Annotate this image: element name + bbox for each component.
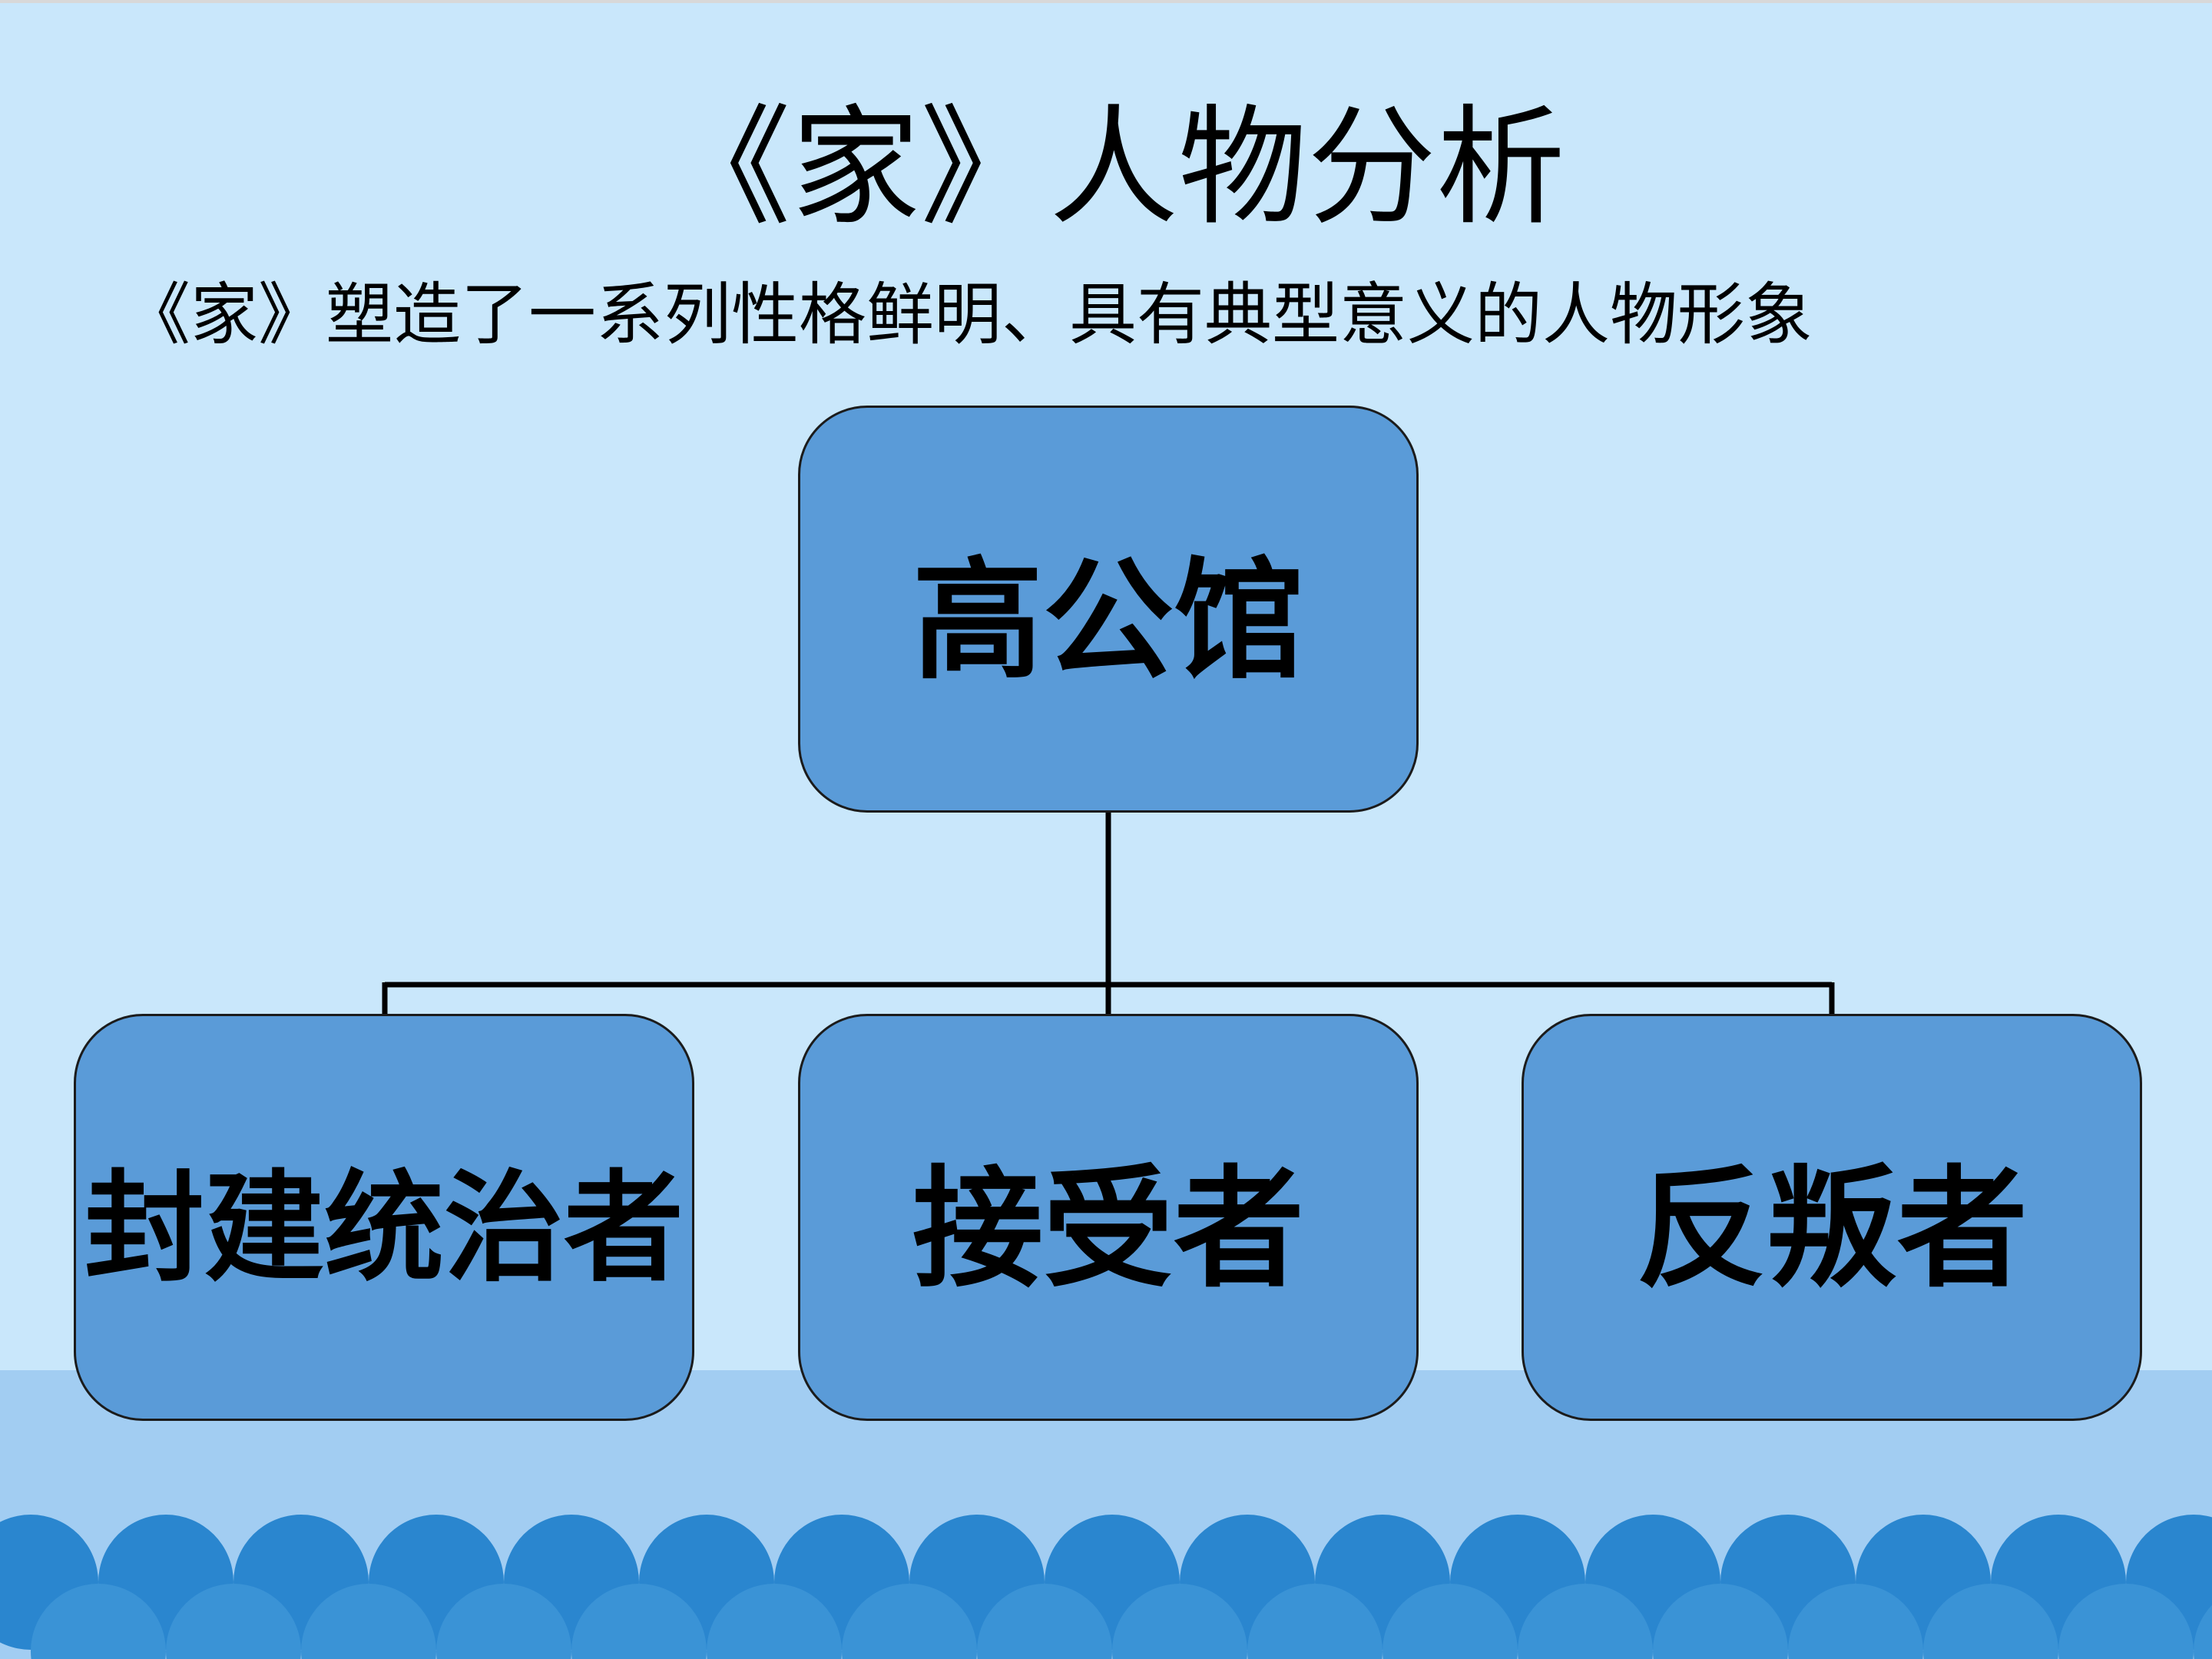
node-feudal-rulers: 封建统治者 [74, 1014, 694, 1421]
wave-pattern [0, 1515, 2212, 1659]
node-rebels: 反叛者 [1522, 1014, 2142, 1421]
wave-scallop [1788, 1584, 1923, 1659]
node-gao-mansion: 高公馆 [798, 406, 1419, 813]
wave-scallop [301, 1584, 436, 1659]
slide-subtitle: 《家》塑造了一系列性格鲜明、具有典型意义的人物形象 [123, 275, 1813, 354]
wave-scallop [436, 1584, 571, 1659]
wave-scallop [1518, 1584, 1653, 1659]
wave-scallop [1247, 1584, 1382, 1659]
wave-scallop [977, 1584, 1112, 1659]
wave-row-front [31, 1584, 2212, 1659]
wave-scallop [1923, 1584, 2058, 1659]
wave-scallop [1382, 1584, 1518, 1659]
wave-scallop [707, 1584, 842, 1659]
wave-scallop [571, 1584, 707, 1659]
wave-scallop [2194, 1604, 2212, 1659]
wave-scallop [2058, 1584, 2194, 1659]
wave-scallop [1653, 1584, 1788, 1659]
wave-scallop [31, 1584, 166, 1659]
wave-scallop [1112, 1584, 1247, 1659]
node-acceptors: 接受者 [798, 1014, 1419, 1421]
slide-top-edge [0, 0, 2212, 3]
slide-title: 《家》人物分析 [662, 92, 1565, 243]
wave-scallop [166, 1584, 301, 1659]
wave-scallop [842, 1584, 977, 1659]
